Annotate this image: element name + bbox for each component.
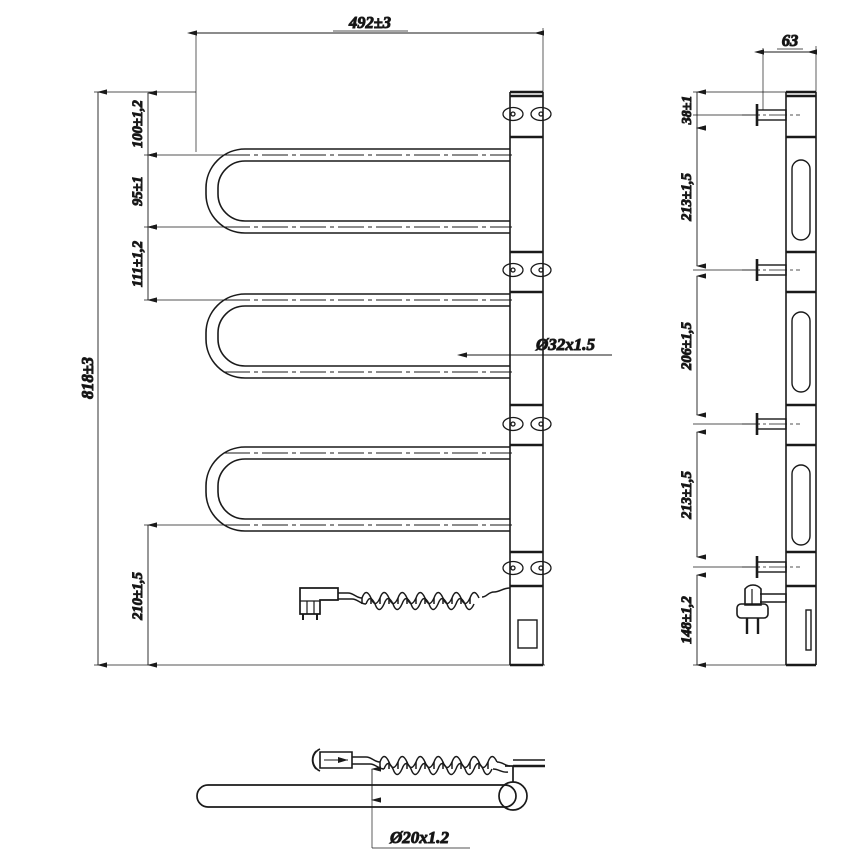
coiled-cable — [361, 591, 480, 611]
mounting-bracket-3 — [502, 403, 552, 447]
dim-label-213-lower: 213±1,5 — [679, 471, 695, 520]
detail-end-fitting — [498, 781, 528, 811]
dim-label-213-upper: 213±1,5 — [679, 173, 695, 222]
mounting-bracket-1 — [502, 94, 552, 139]
dim-label-100: 100±1,2 — [130, 100, 146, 148]
dimension-depth: 63 — [754, 31, 817, 110]
dimension-top-to-first-bracket: 38±1 — [680, 89, 786, 131]
dim-label-32: Ø32x1.5 — [535, 335, 596, 354]
dimension-bracket-spacing-1: 213±1,5 — [679, 125, 760, 271]
detail-riser — [505, 759, 545, 782]
tube-loop-1 — [205, 148, 512, 234]
dimension-tube-spacing-2: 111±1,2 — [130, 224, 230, 303]
side-view: 63 38±1 213±1,5 206±1,5 213±1,5 — [679, 31, 817, 668]
detail-horizontal-tube — [196, 784, 517, 808]
tube-loop-2 — [205, 293, 512, 379]
dimension-bracket-spacing-2: 206±1,5 — [679, 273, 760, 425]
mounting-bracket-2 — [502, 250, 552, 294]
dimension-overall-height: 818±3 — [78, 89, 545, 668]
side-slot-openings — [791, 159, 812, 651]
dim-label-210: 210±1,5 — [130, 572, 146, 621]
dim-label-818: 818±3 — [78, 357, 97, 399]
dimension-tube-diameter: Ø20x1.2 — [371, 766, 470, 849]
dim-label-38: 38±1 — [680, 96, 695, 126]
dim-label-111: 111±1,2 — [130, 241, 146, 287]
dimension-tube-spacing-1: 95±1 — [130, 152, 230, 230]
tube-loop-3 — [205, 446, 512, 532]
detail-coiled-cable — [352, 755, 511, 776]
dimension-bottom-tube-to-base: 210±1,5 — [130, 522, 232, 668]
dim-label-206: 206±1,5 — [679, 322, 695, 371]
dimension-overall-width: 492±3 — [187, 13, 544, 152]
detail-plug — [311, 748, 353, 772]
front-view: 492±3 818±3 100±1,2 95±1 111±1,2 — [78, 13, 612, 668]
side-body-outline — [785, 90, 817, 667]
dim-label-20: Ø20x1.2 — [389, 828, 450, 847]
dimension-top-to-first-tube: 100±1,2 — [130, 90, 230, 158]
mounting-brackets — [502, 94, 552, 588]
dimension-collector-diameter: Ø32x1.5 — [457, 335, 612, 358]
side-view-plug — [736, 584, 787, 634]
dimension-last-bracket-to-base: 148±1,2 — [679, 572, 786, 668]
power-cord — [299, 587, 511, 620]
dim-label-95: 95±1 — [130, 176, 146, 206]
side-bracket-bands — [786, 94, 816, 588]
vertical-collector — [509, 90, 544, 667]
bottom-detail-view: Ø20x1.2 — [196, 748, 545, 849]
dimension-bracket-spacing-3: 213±1,5 — [679, 429, 760, 568]
control-switch-box — [517, 619, 538, 649]
mounting-bracket-4 — [502, 550, 552, 588]
dim-label-492: 492±3 — [348, 13, 391, 32]
dim-label-63: 63 — [782, 31, 799, 50]
power-plug — [299, 587, 339, 620]
dim-label-148: 148±1,2 — [679, 596, 695, 644]
